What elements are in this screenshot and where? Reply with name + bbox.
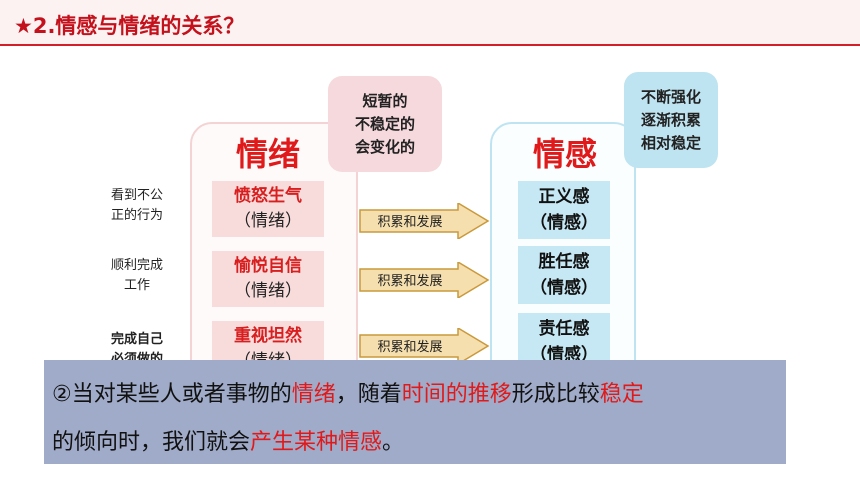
situation-line: 工作 [123, 278, 150, 293]
explanation-text: 形成比较 [511, 382, 600, 407]
emotion-heading: 情绪 [235, 135, 300, 173]
emotion-box: 愤怒生气 （情绪） [212, 181, 324, 237]
emotion-tag: （情绪） [234, 211, 302, 231]
situation-label: 顺利完成 工作 [96, 256, 178, 296]
feeling-box: 胜任感 （情感） [518, 246, 610, 304]
situation-line: 完成自己 [110, 332, 163, 347]
explanation-text: 的倾向时，我们就会 [52, 430, 251, 455]
emotion-name: 愤怒生气 [234, 186, 302, 206]
right-arrow-icon: 积累和发展 [359, 262, 490, 298]
emotion-name: 愉悦自信 [234, 256, 302, 276]
explanation-highlight: 产生某种情感 [250, 430, 383, 455]
feeling-box: 正义感 （情感） [518, 181, 610, 239]
explanation-text: ，随着 [335, 382, 402, 407]
emotion-characteristics-note: 短暂的 不稳定的 会变化的 [328, 76, 442, 172]
feeling-heading: 情感 [532, 135, 597, 173]
explanation-highlight: 情绪 [291, 382, 336, 407]
explanation-text: ②当对某些人或者事物的 [52, 382, 292, 407]
explanation-line-2: 的倾向时，我们就会产生某种情感。 [52, 424, 404, 456]
explanation-panel [44, 360, 786, 464]
feeling-tag: （情感） [530, 278, 598, 298]
arrow-label: 积累和发展 [377, 339, 442, 355]
explanation-highlight: 稳定 [599, 382, 644, 407]
note-line: 不断强化 [640, 87, 701, 106]
emotion-name: 重视坦然 [234, 326, 302, 346]
explanation-text: 。 [382, 430, 405, 455]
situation-line: 看到不公 [110, 188, 163, 203]
note-line: 会变化的 [354, 137, 415, 156]
situation-label: 看到不公 正的行为 [96, 186, 178, 226]
note-line: 不稳定的 [354, 114, 415, 133]
situation-line: 顺利完成 [110, 258, 163, 273]
feeling-name: 正义感 [538, 187, 590, 207]
feeling-name: 胜任感 [538, 252, 590, 272]
arrow-label: 积累和发展 [377, 214, 442, 230]
feeling-name: 责任感 [538, 319, 590, 339]
right-arrow-icon: 积累和发展 [359, 203, 490, 239]
slide-title: ★2.情感与情绪的关系？ [14, 14, 245, 38]
right-arrow-icon: 积累和发展 [359, 328, 490, 364]
title-divider [0, 44, 860, 46]
emotion-tag: （情绪） [234, 281, 302, 301]
note-line: 逐渐积累 [640, 110, 701, 129]
arrow-label: 积累和发展 [377, 273, 442, 289]
emotion-box: 愉悦自信 （情绪） [212, 251, 324, 307]
feeling-tag: （情感） [530, 213, 598, 233]
note-line: 相对稳定 [640, 133, 701, 152]
explanation-highlight: 时间的推移 [401, 382, 512, 407]
situation-line: 正的行为 [110, 208, 163, 223]
explanation-line-1: ②当对某些人或者事物的情绪，随着时间的推移形成比较稳定 [52, 376, 644, 408]
feeling-characteristics-note: 不断强化 逐渐积累 相对稳定 [624, 72, 718, 168]
note-line: 短暂的 [362, 91, 408, 110]
title-bar [0, 0, 860, 44]
